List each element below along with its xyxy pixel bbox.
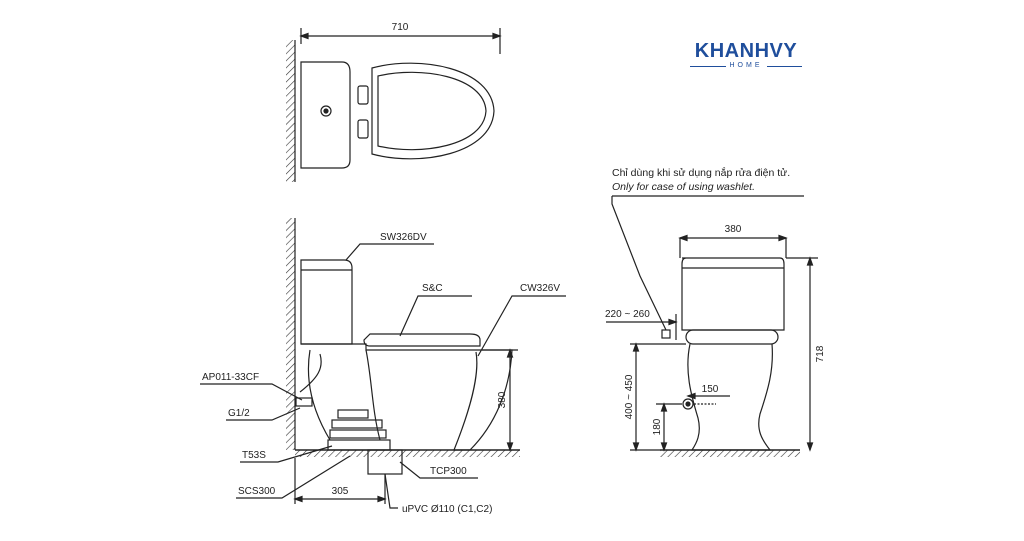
label-thread: G1/2	[228, 408, 250, 419]
fh-arrow-top	[806, 256, 814, 266]
top-flush-center	[323, 108, 329, 114]
side-seat	[363, 333, 481, 347]
label-tcp: TCP300	[430, 466, 467, 477]
top-dim-arrow-right	[492, 32, 502, 40]
height-arrow-top	[506, 348, 514, 358]
roughin-arrow-left	[293, 495, 303, 503]
side-floor-hatch	[295, 450, 520, 457]
fl-arrow-top	[660, 402, 668, 412]
note-leader	[611, 196, 667, 331]
fw-arrow-left	[678, 234, 688, 242]
brand-tagline: HOME	[729, 62, 763, 69]
side-flange-2	[331, 419, 383, 429]
fl-arrow-bottom	[660, 442, 668, 452]
leader-t53	[240, 445, 333, 463]
front-width-label: 380	[725, 224, 742, 235]
side-wall-hatch	[286, 218, 295, 450]
side-flange-3	[329, 429, 387, 439]
top-hinge-lower	[357, 119, 369, 139]
leader-bowl	[477, 295, 566, 357]
offset-label: 150	[702, 384, 719, 395]
vr-arrow-bottom	[632, 442, 640, 452]
sh-arrow	[668, 318, 678, 326]
side-bowl-inner	[365, 349, 381, 441]
front-outlet-box	[661, 329, 671, 339]
top-width-label: 710	[392, 22, 409, 33]
top-view	[286, 28, 502, 182]
brand-name: KHANHVY	[694, 40, 798, 62]
label-scs: SCS300	[238, 486, 276, 497]
brand-logo: KHANHVY HOME	[686, 40, 806, 70]
side-valve	[295, 397, 313, 407]
front-bowl	[687, 343, 773, 451]
height-arrow-bottom	[506, 442, 514, 452]
top-hinge-upper	[357, 85, 369, 105]
side-supply-hose	[299, 353, 322, 393]
front-view	[606, 195, 818, 457]
front-floor-hatch	[660, 450, 800, 457]
note-en: Only for case of using washlet.	[612, 181, 755, 193]
side-view	[200, 218, 566, 509]
off-arrow	[686, 392, 696, 400]
leader-pipe	[384, 473, 398, 509]
leader-thread	[226, 407, 301, 421]
washlet-note: Chỉ dùng khi sử dụng nắp rửa điện tử. On…	[612, 166, 790, 194]
tagline-rule-right	[766, 65, 802, 67]
leader-valve	[200, 383, 303, 401]
leader-tcp	[399, 461, 478, 479]
label-seat: S&C	[422, 283, 443, 294]
brand-tagline-row: HOME	[686, 62, 806, 70]
top-flush-button	[320, 105, 332, 117]
roughin-arrow-right	[377, 495, 387, 503]
label-tank: SW326DV	[380, 232, 427, 243]
side-flange-1	[337, 409, 369, 419]
floor-height-label: 180	[652, 418, 663, 435]
note-vi: Chỉ dùng khi sử dụng nắp rửa điện tử.	[612, 167, 791, 179]
front-height-label: 718	[815, 345, 826, 362]
leader-seat	[399, 295, 472, 337]
side-flange-4	[327, 439, 391, 451]
vr-arrow-top	[632, 342, 640, 352]
label-bowl: CW326V	[520, 283, 560, 294]
front-seat	[685, 329, 779, 345]
top-lid-inner	[377, 71, 487, 151]
side-bowl-back	[307, 349, 331, 441]
side-bowl-body	[301, 343, 513, 451]
label-t53: T53S	[242, 450, 266, 461]
valve-range-label: 400 ~ 450	[624, 374, 635, 419]
label-roughin: 305	[332, 486, 349, 497]
front-tank	[681, 257, 785, 331]
front-valve-center	[685, 401, 691, 407]
top-dim-arrow-left	[299, 32, 309, 40]
label-pipe: uPVC Ø110 (C1,C2)	[402, 504, 492, 515]
front-valve	[682, 398, 694, 410]
leader-scs	[236, 455, 351, 499]
top-wall-hatch	[286, 40, 295, 182]
leader-tank	[345, 243, 434, 261]
top-lid-outer	[371, 62, 495, 160]
top-tank	[300, 61, 351, 169]
fw-arrow-right	[778, 234, 788, 242]
label-valve: AP011-33CF	[202, 372, 259, 383]
supply-height-label: 220 ~ 260	[605, 309, 650, 320]
fh-arrow-bottom	[806, 442, 814, 452]
label-side-height: 380	[497, 391, 508, 408]
tagline-rule-left	[690, 65, 726, 67]
side-tank	[300, 259, 353, 345]
